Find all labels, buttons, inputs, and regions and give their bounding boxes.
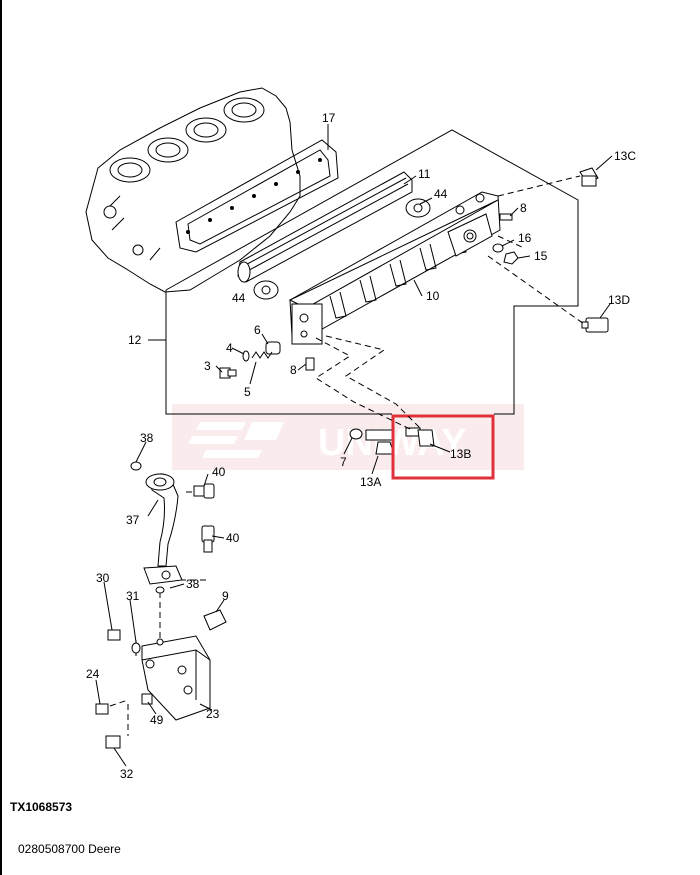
part-reference: 0280508700 Deere bbox=[18, 842, 121, 856]
gasket-17 bbox=[175, 139, 339, 253]
highlight-box-13b bbox=[391, 414, 495, 480]
callout-23: 23 bbox=[206, 707, 220, 721]
callout-6: 6 bbox=[254, 323, 261, 337]
callout-3: 3 bbox=[204, 359, 211, 373]
callout-labels: 17 11 44 13C 8 16 15 10 13D 44 12 6 4 3 … bbox=[86, 111, 636, 781]
callout-13d: 13D bbox=[608, 293, 630, 307]
page-left-border bbox=[0, 0, 2, 875]
callout-5: 5 bbox=[244, 385, 251, 399]
callout-13c: 13C bbox=[614, 149, 636, 163]
oil-line-assembly bbox=[95, 461, 227, 749]
callout-10: 10 bbox=[426, 289, 440, 303]
assembly-outline bbox=[165, 129, 579, 415]
callout-15: 15 bbox=[534, 249, 548, 263]
gasket-44 bbox=[253, 198, 431, 300]
hardware-parts bbox=[219, 167, 609, 455]
callout-16: 16 bbox=[518, 231, 532, 245]
callout-38-upper: 38 bbox=[140, 431, 154, 445]
callout-8-upper: 8 bbox=[520, 201, 527, 215]
callout-8-lower: 8 bbox=[290, 363, 297, 377]
cooler-element bbox=[237, 171, 413, 283]
callout-44-upper: 44 bbox=[434, 187, 448, 201]
callout-31: 31 bbox=[126, 589, 140, 603]
callout-9: 9 bbox=[222, 589, 229, 603]
callout-4: 4 bbox=[226, 341, 233, 355]
callout-17: 17 bbox=[322, 111, 336, 125]
callout-13b: 13B bbox=[450, 447, 471, 461]
callout-49: 49 bbox=[150, 713, 164, 727]
callout-12: 12 bbox=[128, 333, 142, 347]
callout-40-lower: 40 bbox=[226, 531, 240, 545]
callout-11: 11 bbox=[418, 167, 431, 181]
callout-7: 7 bbox=[340, 455, 347, 469]
engine-block bbox=[85, 87, 301, 293]
callout-24: 24 bbox=[86, 667, 100, 681]
callout-32: 32 bbox=[120, 767, 134, 781]
callout-37: 37 bbox=[126, 513, 140, 527]
callout-40-upper: 40 bbox=[212, 465, 226, 479]
callout-30: 30 bbox=[96, 571, 110, 585]
callout-38-lower: 38 bbox=[186, 577, 200, 591]
callout-13a: 13A bbox=[360, 475, 381, 489]
leader-lines bbox=[95, 124, 613, 767]
callout-44-lower: 44 bbox=[232, 291, 246, 305]
figure-id: TX1068573 bbox=[10, 800, 73, 814]
oil-cooler-housing bbox=[288, 191, 501, 345]
